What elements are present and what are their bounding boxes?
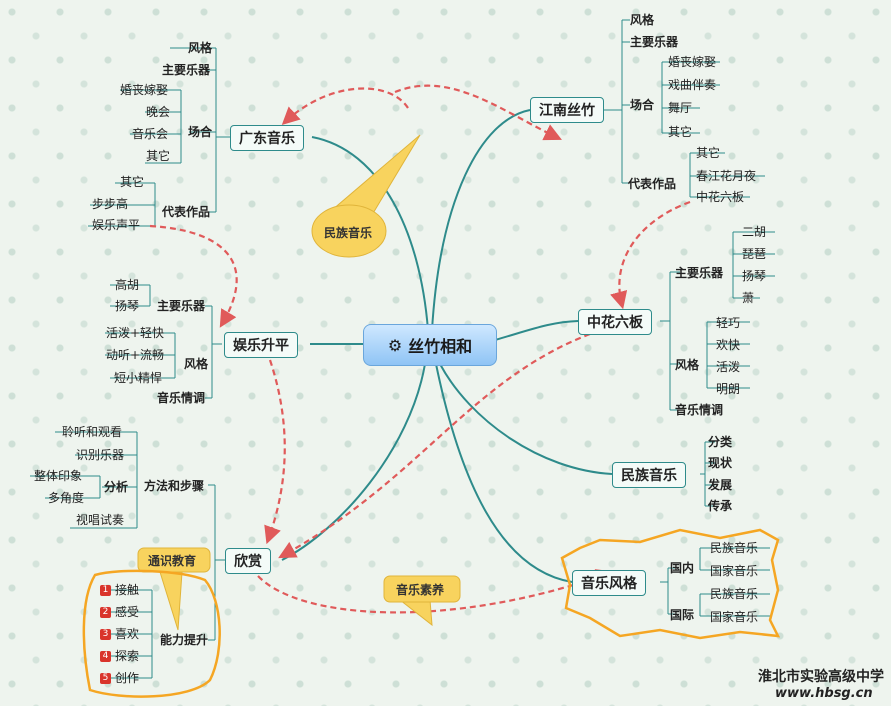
- ability-highlight: [82, 569, 221, 698]
- jn-venue-1: 戏曲伴奏: [668, 78, 717, 92]
- xs-ability-1: 2 感受: [100, 604, 139, 620]
- zh-style-label: 风格: [675, 358, 700, 372]
- gd-works-label: 代表作品: [162, 205, 211, 219]
- num-3-icon: 3: [100, 629, 111, 640]
- xs-ability-0: 1 接触: [100, 582, 139, 598]
- yl-style-label: 风格: [184, 357, 209, 371]
- zh-style-0: 轻巧: [716, 316, 741, 330]
- callout-suyang: 音乐素养: [396, 583, 445, 597]
- xs-sing: 视唱试奏: [76, 513, 125, 527]
- center-label: 丝竹相和: [408, 337, 473, 356]
- fg-domestic-0: 民族音乐: [710, 541, 759, 555]
- gd-style: 风格: [188, 41, 213, 55]
- xs-analysis-0: 整体印象: [34, 469, 83, 483]
- jn-work-2: 中花六板: [696, 190, 745, 204]
- yl-instrument-0: 高胡: [115, 278, 140, 292]
- zh-style-1: 欢快: [716, 338, 741, 352]
- mz-item-2: 发展: [708, 478, 733, 492]
- xs-analysis-label: 分析: [104, 480, 129, 494]
- fg-intl-label: 国际: [670, 608, 695, 622]
- num-5-icon: 5: [100, 673, 111, 684]
- callout-suyang-pointer: [399, 599, 433, 627]
- num-4-icon: 4: [100, 651, 111, 662]
- zh-instruments-label: 主要乐器: [675, 266, 724, 280]
- jn-work-0: 其它: [696, 146, 721, 160]
- center-node[interactable]: ⚙ 丝竹相和: [363, 324, 497, 366]
- zh-instrument-0: 二胡: [742, 225, 767, 239]
- gears-icon: ⚙: [387, 335, 403, 355]
- fg-intl-1: 国家音乐: [710, 610, 759, 624]
- xs-method-1: 识别乐器: [76, 448, 125, 462]
- yl-mood: 音乐情调: [157, 391, 206, 405]
- style-highlight: [560, 528, 781, 640]
- node-yule[interactable]: 娱乐升平: [224, 332, 298, 358]
- mz-item-0: 分类: [708, 435, 733, 449]
- jn-venue-0: 婚丧嫁娶: [668, 55, 717, 69]
- gd-venue-1: 晚会: [146, 105, 171, 119]
- xs-ability-4: 5 创作: [100, 670, 139, 686]
- mz-item-3: 传承: [708, 499, 733, 513]
- yl-instruments-label: 主要乐器: [157, 299, 206, 313]
- main-branches: [281, 109, 613, 583]
- fg-intl-0: 民族音乐: [710, 587, 759, 601]
- xs-analysis-1: 多角度: [48, 491, 85, 505]
- fg-domestic-label: 国内: [670, 561, 695, 575]
- yl-style-1: 动听+流畅: [106, 348, 165, 362]
- callout-suyang-box: [383, 575, 461, 603]
- gd-work-2: 娱乐声平: [92, 218, 141, 232]
- node-minzu[interactable]: 民族音乐: [612, 462, 686, 488]
- yl-instrument-1: 扬琴: [115, 299, 140, 313]
- jn-venues-label: 场合: [630, 98, 655, 112]
- xs-ability-2-label: 喜欢: [115, 627, 140, 641]
- callout-minzu-bubble: [311, 204, 387, 258]
- mz-item-1: 现状: [708, 456, 733, 470]
- node-fengge[interactable]: 音乐风格: [572, 570, 646, 596]
- xs-ability-label: 能力提升: [160, 633, 209, 647]
- xs-ability-4-label: 创作: [115, 671, 140, 685]
- watermark-url: www.hbsg.cn: [775, 686, 873, 701]
- zh-instrument-2: 扬琴: [742, 269, 767, 283]
- xs-ability-3: 4 探索: [100, 648, 139, 664]
- xs-ability-0-label: 接触: [115, 583, 140, 597]
- jn-venue-2: 舞厅: [668, 101, 693, 115]
- callout-tongshi: 通识教育: [148, 554, 197, 568]
- num-1-icon: 1: [100, 585, 111, 596]
- callout-pointer: [317, 134, 421, 223]
- callout-tongshi-pointer: [159, 571, 183, 631]
- zh-instrument-1: 琵琶: [742, 247, 767, 261]
- yl-style-2: 短小精悍: [114, 371, 163, 385]
- zh-style-3: 明朗: [716, 382, 741, 396]
- zh-instrument-3: 萧: [742, 291, 755, 305]
- num-2-icon: 2: [100, 607, 111, 618]
- zh-style-2: 活泼: [716, 360, 741, 374]
- xs-ability-2: 3 喜欢: [100, 626, 139, 642]
- node-guangdong[interactable]: 广东音乐: [230, 125, 304, 151]
- jn-style: 风格: [630, 13, 655, 27]
- gd-work-0: 其它: [120, 175, 145, 189]
- callout-minzu: 民族音乐: [324, 226, 373, 240]
- xs-method-0: 聆听和观看: [62, 425, 123, 439]
- watermark-school: 淮北市实验高级中学: [758, 669, 884, 685]
- jn-venue-3: 其它: [668, 125, 693, 139]
- yl-style-0: 活泼+轻快: [106, 326, 165, 340]
- gd-venues-label: 场合: [188, 125, 213, 139]
- gd-instruments: 主要乐器: [162, 63, 211, 77]
- gd-work-1: 步步高: [92, 197, 129, 211]
- zh-mood: 音乐情调: [675, 403, 724, 417]
- node-xinshang[interactable]: 欣赏: [225, 548, 271, 574]
- jn-works-label: 代表作品: [628, 177, 677, 191]
- xs-ability-3-label: 探索: [115, 649, 140, 663]
- gd-venue-2: 音乐会: [132, 127, 169, 141]
- xs-method-label: 方法和步骤: [144, 479, 205, 493]
- fg-domestic-1: 国家音乐: [710, 564, 759, 578]
- xs-ability-1-label: 感受: [115, 605, 140, 619]
- node-jiangnan[interactable]: 江南丝竹: [530, 97, 604, 123]
- jn-instruments: 主要乐器: [630, 35, 679, 49]
- gd-venue-3: 其它: [146, 149, 171, 163]
- node-zhonghua[interactable]: 中花六板: [578, 309, 652, 335]
- jn-work-1: 春江花月夜: [696, 169, 757, 183]
- gd-venue-0: 婚丧嫁娶: [120, 83, 169, 97]
- relationship-links: [149, 84, 691, 614]
